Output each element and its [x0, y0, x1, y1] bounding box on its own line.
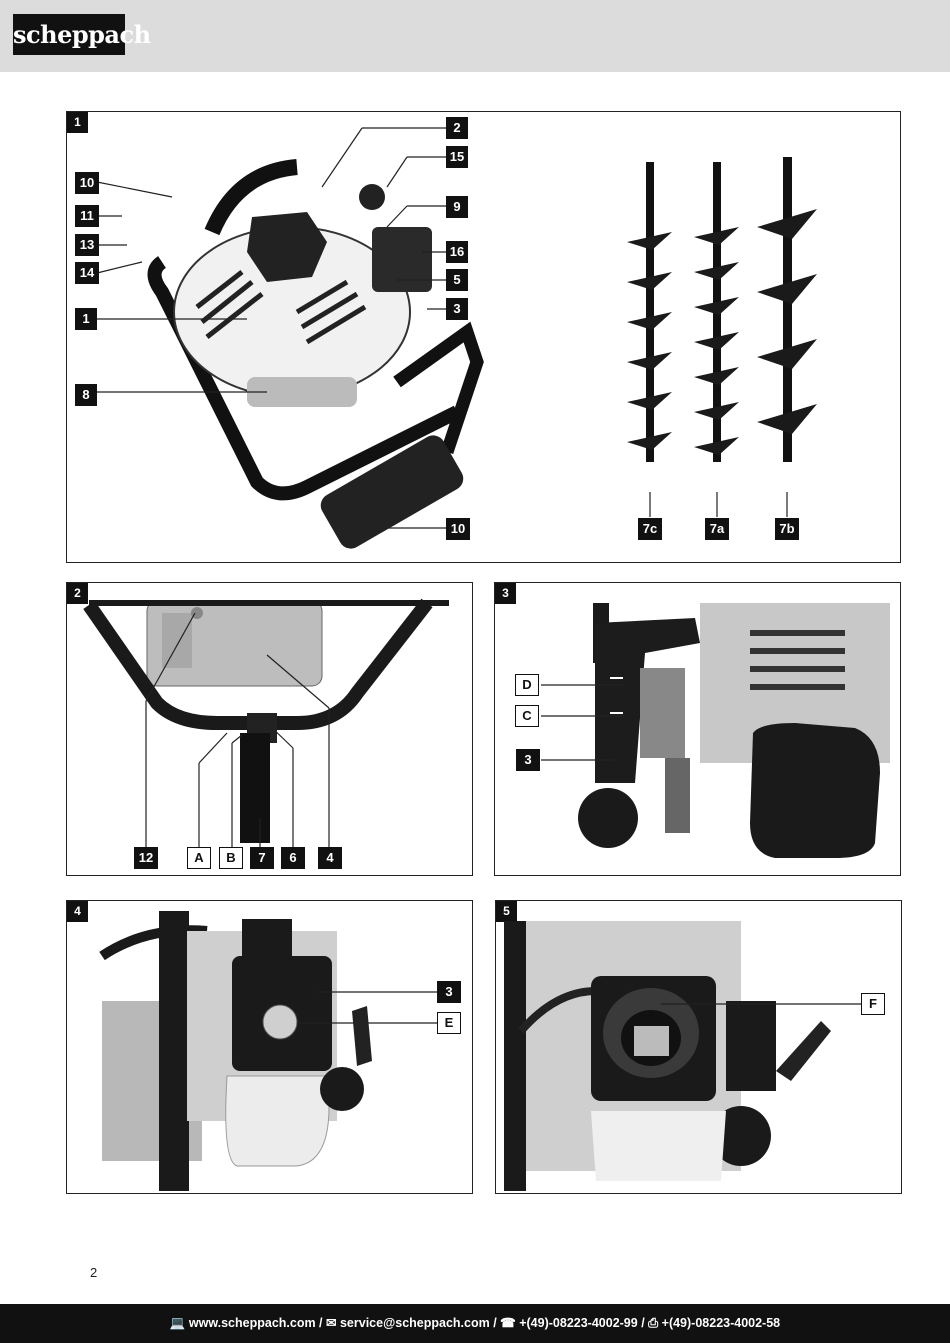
- figure-5-panel: 5 F: [495, 900, 902, 1194]
- footer-bar: 💻 www.scheppach.com / ✉ service@scheppac…: [0, 1304, 950, 1343]
- earth-auger-illustration: [96, 127, 817, 549]
- callout-3: 3: [516, 749, 540, 771]
- callout-3: 3: [446, 298, 468, 320]
- footer-fax: +(49)-08223-4002-58: [661, 1316, 781, 1330]
- callout-15: 15: [446, 146, 468, 168]
- figure-number: 2: [67, 583, 88, 604]
- callout-3: 3: [437, 981, 461, 1003]
- callout-B: B: [219, 847, 243, 869]
- footer-web: www.scheppach.com: [188, 1316, 316, 1330]
- callout-13: 13: [75, 234, 99, 256]
- callout-A: A: [187, 847, 211, 869]
- callout-C: C: [515, 705, 539, 727]
- callout-1: 1: [75, 308, 97, 330]
- figure-1-panel: 1: [66, 111, 901, 563]
- callout-7b: 7b: [775, 518, 799, 540]
- callout-7c: 7c: [638, 518, 662, 540]
- fax-icon: ⎙: [648, 1316, 659, 1330]
- footer-email: service@scheppach.com: [339, 1316, 490, 1330]
- callout-7a: 7a: [705, 518, 729, 540]
- figure-number: 5: [496, 901, 517, 922]
- footer-phone: +(49)-08223-4002-99: [519, 1316, 638, 1330]
- callout-7: 7: [250, 847, 274, 869]
- mail-icon: ✉: [326, 1316, 337, 1330]
- callout-11: 11: [75, 205, 99, 227]
- callout-16: 16: [446, 241, 468, 263]
- air-filter-cover-illustration: [99, 911, 437, 1191]
- computer-icon: 💻: [169, 1316, 186, 1330]
- callout-10: 10: [75, 172, 99, 194]
- callout-6: 6: [281, 847, 305, 869]
- page-number: 2: [90, 1265, 98, 1280]
- figure-number: 4: [67, 901, 88, 922]
- header-bar: scheppach: [0, 0, 950, 72]
- phone-icon: ☎: [500, 1316, 516, 1330]
- figure-4-panel: 4 3 E: [66, 900, 473, 1194]
- callout-8: 8: [75, 384, 97, 406]
- figure-number: 1: [67, 112, 88, 133]
- figure-3-panel: 3 D C 3: [494, 582, 901, 876]
- gearbox-illustration: [83, 598, 449, 847]
- choke-lever-illustration: [541, 603, 890, 858]
- callout-F: F: [861, 993, 885, 1015]
- callout-10b: 10: [446, 518, 470, 540]
- callout-D: D: [515, 674, 539, 696]
- callout-9: 9: [446, 196, 468, 218]
- callout-E: E: [437, 1012, 461, 1034]
- callout-12: 12: [134, 847, 158, 869]
- callout-5: 5: [446, 269, 468, 291]
- air-filter-element-illustration: [504, 921, 861, 1191]
- brand-logo: scheppach: [13, 14, 151, 55]
- figure-2-panel: 2 12 A B 7 6 4: [66, 582, 473, 876]
- callout-4: 4: [318, 847, 342, 869]
- callout-2: 2: [446, 117, 468, 139]
- callout-14: 14: [75, 262, 99, 284]
- figure-number: 3: [495, 583, 516, 604]
